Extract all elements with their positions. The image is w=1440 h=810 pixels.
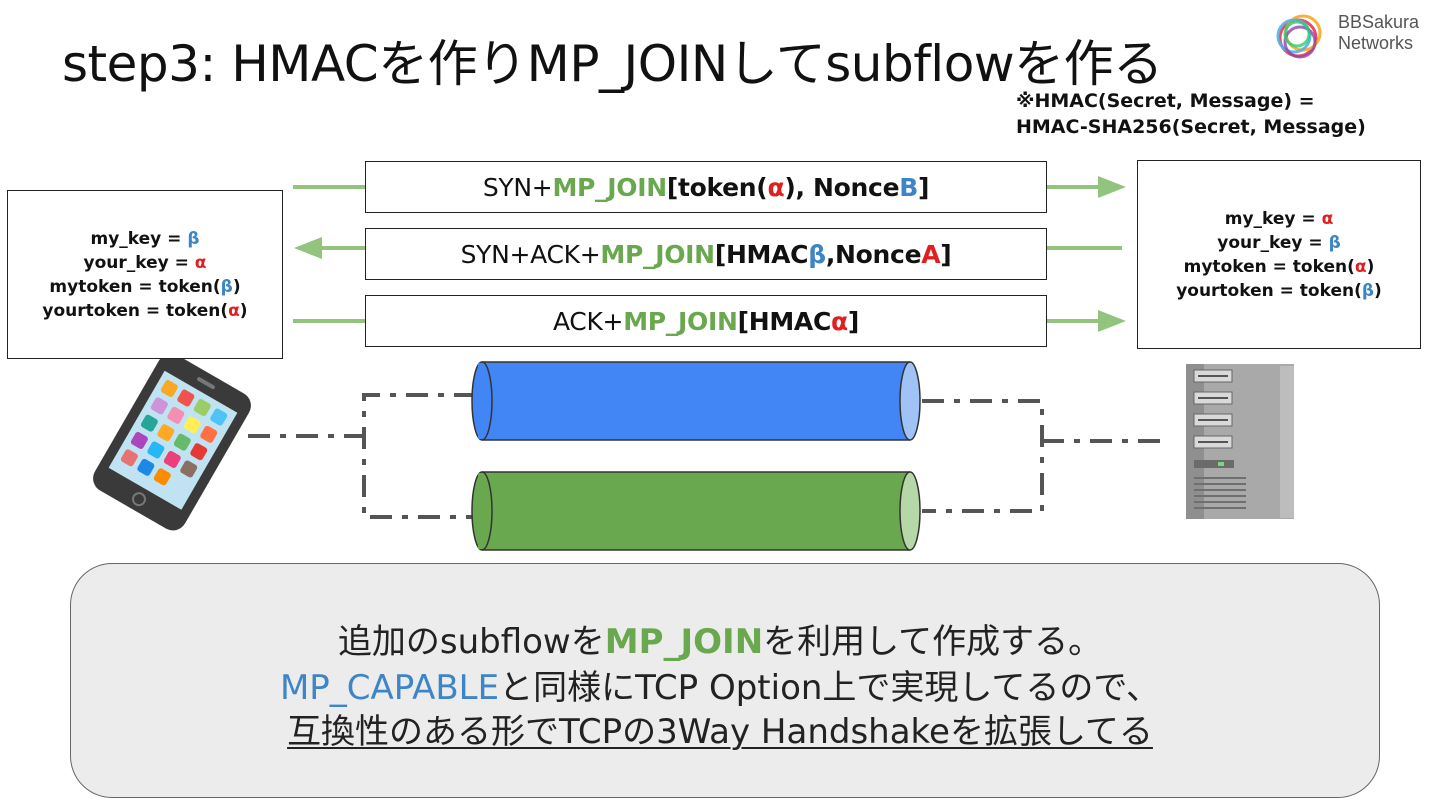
note-line2: HMAC-SHA256(Secret, Message) bbox=[1016, 116, 1366, 138]
client-yourtoken: yourtoken = token(α) bbox=[42, 300, 248, 321]
explanation-box bbox=[70, 563, 1380, 798]
page-title: step3: HMACを作りMP_JOINしてsubflowを作る bbox=[62, 35, 1163, 93]
note-line1: ※HMAC(Secret, Message) = bbox=[1016, 90, 1315, 112]
arrow-1-head bbox=[1098, 176, 1126, 198]
server-branch-line bbox=[922, 399, 1044, 513]
client-your-key: your_key = α bbox=[83, 252, 207, 273]
server-mytoken: mytoken = token(α) bbox=[1183, 256, 1375, 277]
smartphone-icon bbox=[93, 353, 251, 531]
client-key-box: my_key = β your_key = α mytoken = token(… bbox=[7, 190, 283, 359]
server-your-key: your_key = β bbox=[1217, 232, 1341, 253]
explanation-line-2: MP_CAPABLEと同様にTCP Option上で実現してるので、 bbox=[279, 668, 1161, 708]
explanation-line-1: 追加のsubflowをMP_JOINを利用して作成する。 bbox=[337, 622, 1103, 662]
phone-branch-line bbox=[362, 393, 476, 519]
logo-text: BBSakura Networks bbox=[1338, 12, 1419, 54]
server-icon bbox=[1186, 364, 1294, 519]
arrow-2-head bbox=[294, 237, 322, 259]
arrow-3-head bbox=[1098, 310, 1126, 332]
server-key-box: my_key = α your_key = β mytoken = token(… bbox=[1137, 160, 1421, 349]
blue-subflow-pipe bbox=[471, 361, 921, 441]
logo-line2: Networks bbox=[1338, 33, 1414, 53]
green-subflow-pipe bbox=[471, 471, 921, 551]
hmac-note: ※HMAC(Secret, Message) = HMAC-SHA256(Sec… bbox=[1016, 88, 1366, 140]
explanation-line-3: 互換性のある形でTCPの3Way Handshakeを拡張してる bbox=[287, 712, 1153, 752]
server-my-key: my_key = α bbox=[1224, 208, 1334, 229]
logo-line1: BBSakura bbox=[1338, 12, 1420, 32]
server-yourtoken: yourtoken = token(β) bbox=[1176, 280, 1382, 301]
bbsakura-logo-icon bbox=[1276, 14, 1322, 59]
client-mytoken: mytoken = token(β) bbox=[49, 276, 241, 297]
client-my-key: my_key = β bbox=[90, 228, 200, 249]
